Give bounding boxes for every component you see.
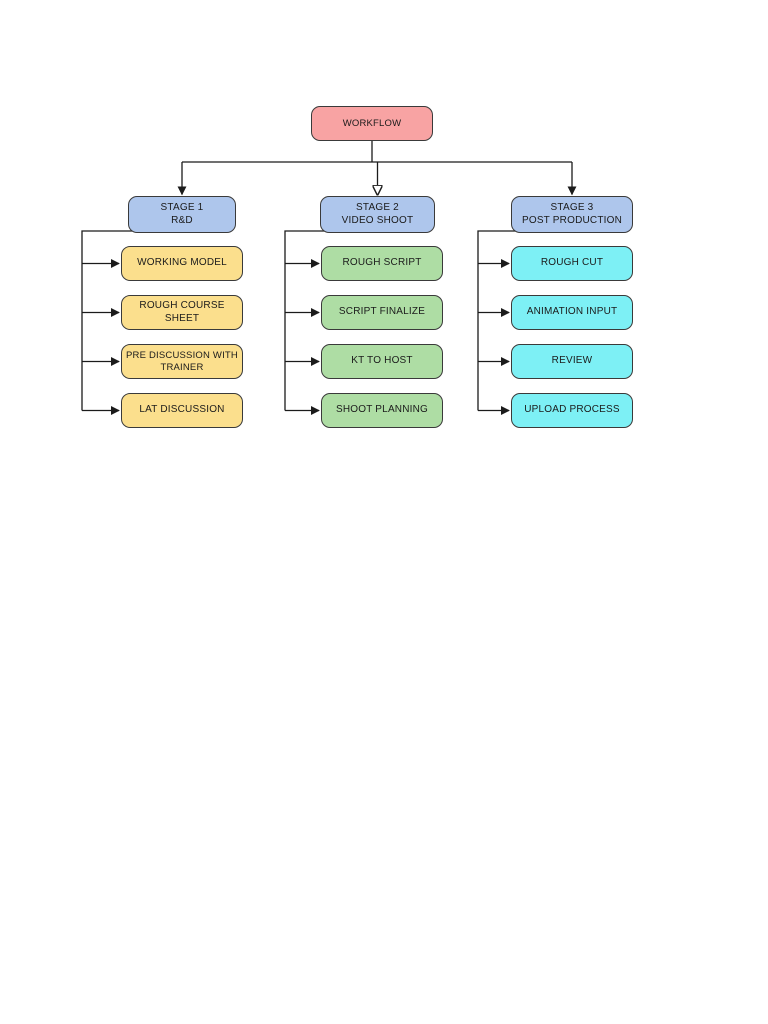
task-node-rough-cut[interactable]: ROUGH CUT	[511, 246, 633, 281]
task-node-script-finalize[interactable]: SCRIPT FINALIZE	[321, 295, 443, 330]
task-node-rough-script[interactable]: ROUGH SCRIPT	[321, 246, 443, 281]
stage-header-stage-3[interactable]: STAGE 3 POST PRODUCTION	[511, 196, 633, 233]
task-node-kt-to-host[interactable]: KT TO HOST	[321, 344, 443, 379]
task-node-rough-course-sheet[interactable]: ROUGH COURSE SHEET	[121, 295, 243, 330]
task-node-shoot-planning[interactable]: SHOOT PLANNING	[321, 393, 443, 428]
stage-header-stage-1[interactable]: STAGE 1 R&D	[128, 196, 236, 233]
stage-header-stage-2[interactable]: STAGE 2 VIDEO SHOOT	[320, 196, 435, 233]
task-node-lat-discussion[interactable]: LAT DISCUSSION	[121, 393, 243, 428]
task-node-pre-discussion-with-trainer[interactable]: PRE DISCUSSION WITH TRAINER	[121, 344, 243, 379]
task-node-animation-input[interactable]: ANIMATION INPUT	[511, 295, 633, 330]
task-node-working-model[interactable]: WORKING MODEL	[121, 246, 243, 281]
root-node-workflow[interactable]: WORKFLOW	[311, 106, 433, 141]
task-node-upload-process[interactable]: UPLOAD PROCESS	[511, 393, 633, 428]
task-node-review[interactable]: REVIEW	[511, 344, 633, 379]
